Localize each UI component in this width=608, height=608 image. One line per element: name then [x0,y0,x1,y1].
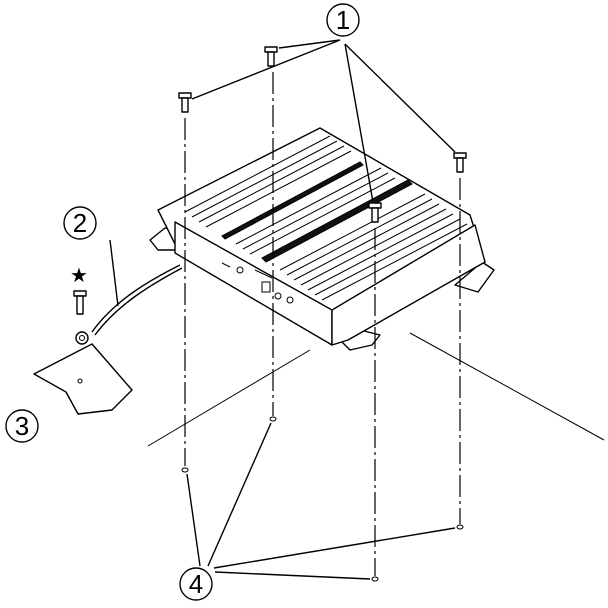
leaders-4 [187,423,455,579]
callout-4: 4 [180,568,212,600]
screw-icon [454,153,466,172]
callout-3: 3 [6,410,38,442]
vehicle-panel [34,344,132,414]
callout-2: 2 [64,207,96,239]
screw-icon [265,47,277,66]
screw-icon [179,93,191,112]
star-mark: ★ [70,263,88,287]
callout-3-label: 3 [15,411,29,441]
floor-lines [148,333,604,446]
ground-screw-icon [74,291,86,314]
callout-1: 1 [327,4,359,36]
amplifier-unit [150,128,494,350]
floor-holes [182,417,463,581]
callout-4-label: 4 [189,569,203,599]
ground-wire [76,240,182,344]
callout-2-label: 2 [73,208,87,238]
callout-1-label: 1 [336,5,350,35]
